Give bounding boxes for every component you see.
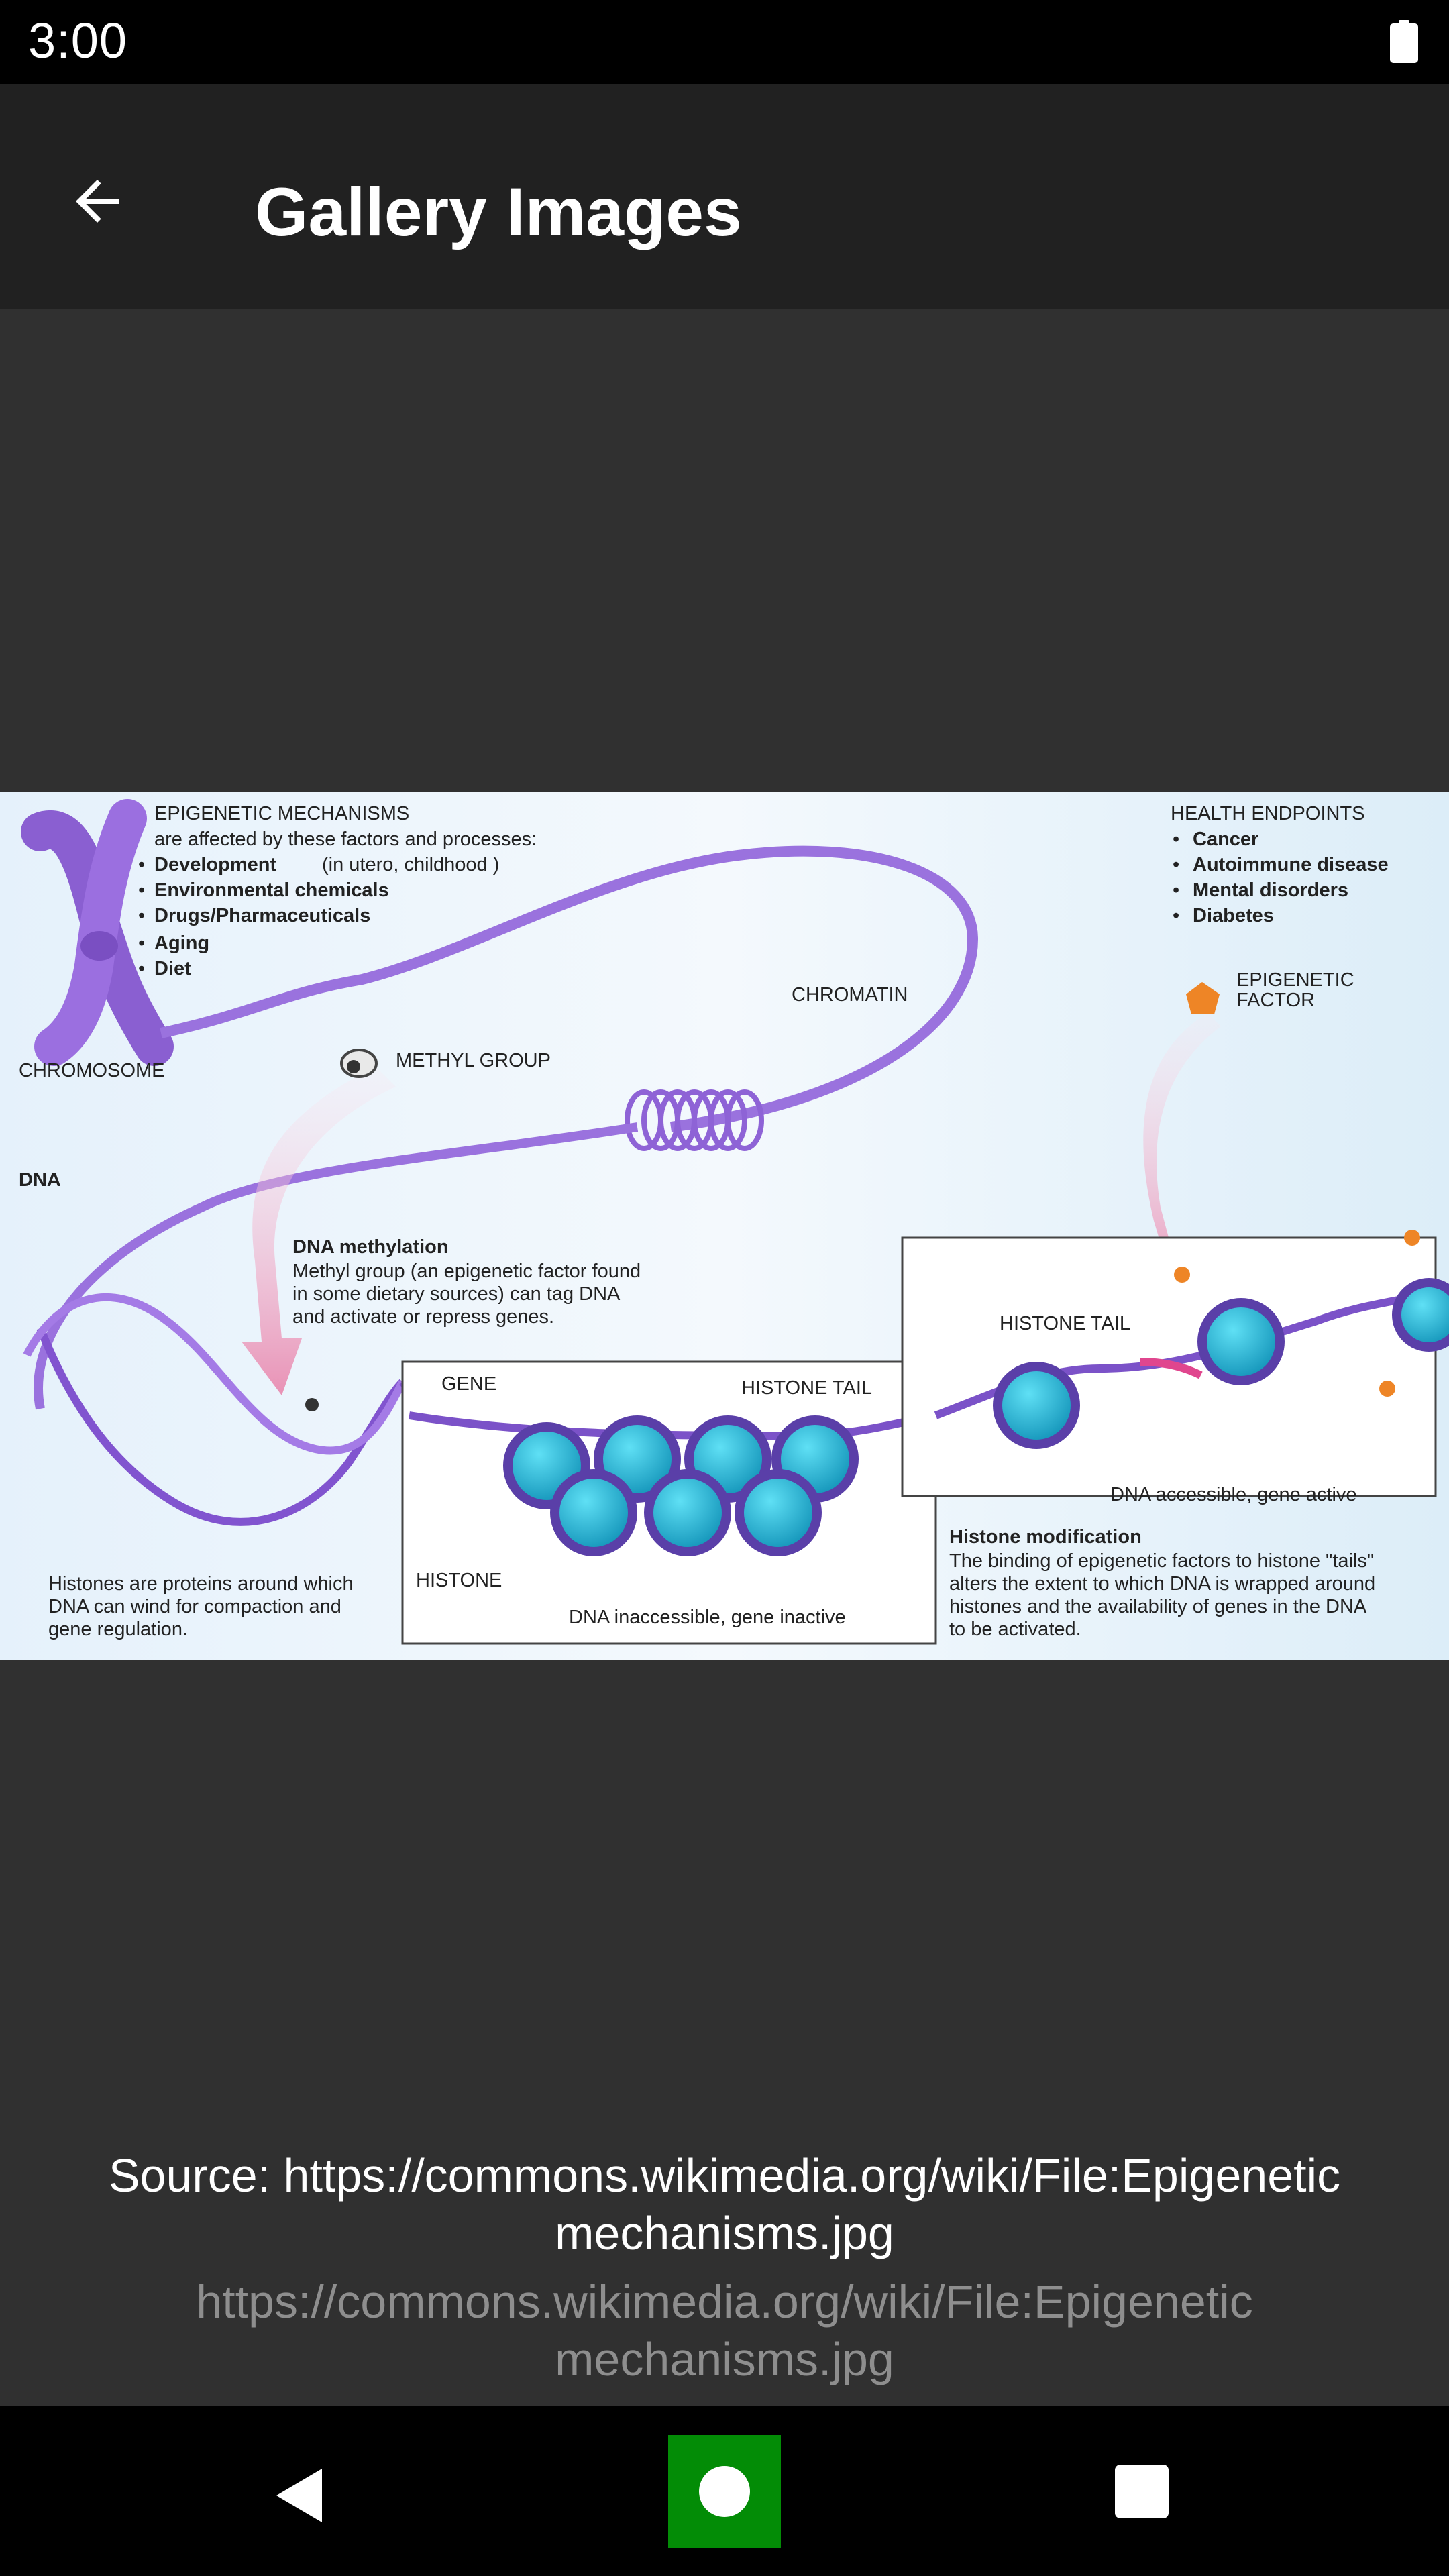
page-title: Gallery Images: [255, 174, 742, 250]
histones-note-2: DNA can wind for compaction and: [48, 1596, 341, 1617]
epigenetic-factor-label-2: FACTOR: [1236, 989, 1315, 1011]
caption-link[interactable]: https://commons.wikimedia.org/wiki/File:…: [27, 2273, 1422, 2388]
svg-text:•: •: [138, 905, 145, 926]
nav-recents-icon[interactable]: [1115, 2465, 1169, 2518]
arrow-back-icon: [76, 180, 119, 223]
chromosome-label: CHROMOSOME: [19, 1060, 165, 1081]
chromatin-label: CHROMATIN: [792, 984, 908, 1006]
mechanisms-subtitle: are affected by these factors and proces…: [154, 828, 537, 850]
gallery-image[interactable]: EPIGENETIC MECHANISMS are affected by th…: [0, 792, 1449, 1660]
status-bar: 3:00: [0, 0, 1449, 84]
health-title: HEALTH ENDPOINTS: [1171, 803, 1365, 824]
svg-text:•: •: [1173, 854, 1179, 875]
epigenetic-factor-label-1: EPIGENETIC: [1236, 969, 1354, 991]
health-diabetes: Diabetes: [1193, 905, 1274, 926]
histone-mod-title: Histone modification: [949, 1526, 1142, 1548]
chromosome-illustration: [21, 799, 174, 1066]
inactive-label: DNA inaccessible, gene inactive: [569, 1607, 846, 1628]
svg-text:•: •: [1173, 905, 1179, 926]
factor-diet: Diet: [154, 958, 191, 979]
chromatin-coil: [625, 1089, 764, 1151]
health-autoimmune: Autoimmune disease: [1193, 854, 1389, 875]
methylation-text-2: in some dietary sources) can tag DNA: [292, 1283, 621, 1305]
factor-environmental: Environmental chemicals: [154, 879, 389, 901]
svg-text:•: •: [1173, 828, 1179, 850]
methylation-text-1: Methyl group (an epigenetic factor found: [292, 1260, 641, 1282]
factor-drugs: Drugs/Pharmaceuticals: [154, 905, 370, 926]
back-button[interactable]: [47, 151, 148, 252]
dna-label: DNA: [19, 1169, 61, 1191]
caption-link-line-1[interactable]: https://commons.wikimedia.org/wiki/File:…: [196, 2275, 1253, 2328]
health-mental: Mental disorders: [1193, 879, 1348, 901]
histones-note-3: gene regulation.: [48, 1619, 188, 1640]
factor-aging: Aging: [154, 932, 209, 954]
histone-cluster-active: [993, 1278, 1449, 1449]
active-label: DNA accessible, gene active: [1110, 1484, 1357, 1505]
histone-label: HISTONE: [416, 1570, 502, 1591]
factor-arrow: [1143, 1013, 1221, 1301]
svg-text:•: •: [138, 932, 145, 954]
svg-text:•: •: [1173, 879, 1179, 901]
chromatin-tail: [34, 1122, 639, 1410]
caption-source-line-1: Source: https://commons.wikimedia.org/wi…: [108, 2149, 1341, 2202]
caption-link-line-2[interactable]: mechanisms.jpg: [555, 2333, 894, 2385]
svg-text:•: •: [138, 854, 145, 875]
histones-note-1: Histones are proteins around which: [48, 1573, 354, 1595]
histone-cluster-inactive: [503, 1415, 859, 1556]
histone-mod-text-4: to be activated.: [949, 1619, 1081, 1640]
nav-back-icon[interactable]: [268, 2462, 335, 2529]
caption-source-line-2: mechanisms.jpg: [555, 2207, 894, 2259]
development-note: (in utero, childhood ): [322, 854, 499, 875]
caption-source: Source: https://commons.wikimedia.org/wi…: [27, 2147, 1422, 2262]
histone-mod-text-1: The binding of epigenetic factors to his…: [949, 1550, 1374, 1572]
svg-text:•: •: [138, 879, 145, 901]
epigenetic-factor-icon: [1186, 982, 1220, 1014]
health-cancer: Cancer: [1193, 828, 1258, 850]
mechanisms-title: EPIGENETIC MECHANISMS: [154, 803, 409, 824]
methyl-tag-icon: [305, 1398, 319, 1411]
histone-tail-markers: [1174, 1230, 1420, 1397]
methylation-text-3: and activate or repress genes.: [292, 1306, 554, 1328]
methyl-group-label: METHYL GROUP: [396, 1050, 551, 1071]
methyl-group-icon: [340, 1049, 378, 1078]
svg-text:•: •: [138, 958, 145, 979]
histone-mod-text-2: alters the extent to which DNA is wrappe…: [949, 1573, 1375, 1595]
status-time: 3:00: [28, 13, 128, 68]
nav-home-icon: [699, 2466, 750, 2517]
methylation-title: DNA methylation: [292, 1236, 449, 1258]
histone-tail-label-1: HISTONE TAIL: [741, 1377, 872, 1399]
nav-home-button[interactable]: [668, 2435, 781, 2548]
factor-development: Development: [154, 854, 276, 875]
gene-label: GENE: [441, 1373, 496, 1395]
app-bar: [0, 84, 1449, 309]
image-caption: Source: https://commons.wikimedia.org/wi…: [27, 2147, 1422, 2388]
histone-mod-text-3: histones and the availability of genes i…: [949, 1596, 1367, 1617]
methylation-arrow: [241, 1067, 396, 1395]
chromatin-fiber: [160, 845, 979, 1132]
battery-full-icon: [1390, 20, 1418, 63]
histone-tail-label-2: HISTONE TAIL: [1000, 1313, 1130, 1334]
